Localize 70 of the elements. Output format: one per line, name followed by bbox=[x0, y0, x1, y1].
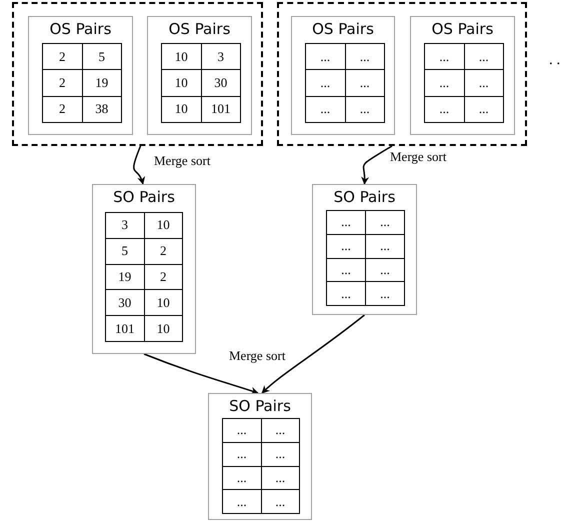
table-heading: OS Pairs bbox=[311, 20, 375, 38]
table-cell: 101 bbox=[202, 96, 241, 123]
table-cell: 3 bbox=[202, 44, 241, 70]
table-cell: 2 bbox=[43, 44, 82, 70]
table-heading: OS Pairs bbox=[48, 20, 112, 38]
table-cell: 19 bbox=[82, 70, 122, 97]
table-cell: 5 bbox=[106, 238, 144, 265]
table-card bbox=[208, 393, 312, 520]
table-cell: ... bbox=[464, 96, 504, 123]
table-cell: ... bbox=[327, 234, 366, 258]
table-cell: 101 bbox=[106, 316, 144, 342]
table-cell: 10 bbox=[162, 70, 202, 97]
table-cell: 2 bbox=[144, 238, 183, 265]
table-cell: ... bbox=[366, 234, 405, 258]
table-card bbox=[92, 184, 196, 354]
table-cell: ... bbox=[366, 282, 405, 306]
table-cell: ... bbox=[262, 490, 300, 514]
table-cell: ... bbox=[346, 96, 385, 123]
table-cell: ... bbox=[327, 282, 366, 306]
table-card bbox=[291, 16, 395, 135]
table-heading: OS Pairs bbox=[168, 20, 232, 38]
table-cell: ... bbox=[464, 44, 504, 70]
table-cell: ... bbox=[223, 419, 262, 443]
table-cell: 30 bbox=[106, 290, 144, 316]
table-cell: ... bbox=[306, 44, 346, 70]
table-cell: ... bbox=[262, 419, 300, 443]
table-cell: 10 bbox=[144, 316, 183, 342]
table-cell: 5 bbox=[82, 44, 122, 70]
table-cell: 2 bbox=[144, 264, 183, 290]
table-cell: ... bbox=[327, 258, 366, 282]
table-heading: SO Pairs bbox=[228, 397, 292, 415]
table-cell: ... bbox=[262, 442, 300, 466]
table-cell: ... bbox=[306, 96, 346, 123]
table-cell: ... bbox=[425, 44, 464, 70]
table-card bbox=[410, 16, 515, 135]
table-cell: ... bbox=[223, 442, 262, 466]
table-cell: ... bbox=[366, 211, 405, 235]
table-cell: 30 bbox=[202, 70, 241, 97]
table-cell: 10 bbox=[144, 213, 183, 239]
table-cell: 2 bbox=[43, 96, 82, 123]
table-heading: SO Pairs bbox=[332, 188, 396, 206]
table-cell: ... bbox=[327, 211, 366, 235]
table-cell: 2 bbox=[43, 70, 82, 97]
table-card bbox=[312, 184, 417, 315]
table-cell: 10 bbox=[144, 290, 183, 316]
curved-arrow bbox=[262, 314, 365, 394]
table-cell: ... bbox=[366, 258, 405, 282]
curved-arrow bbox=[360, 145, 392, 185]
curved-arrow bbox=[144, 353, 259, 395]
curved-arrow bbox=[133, 146, 145, 185]
dashed-group-frame bbox=[12, 2, 263, 146]
table-cell: 3 bbox=[106, 213, 144, 239]
table-cell: ... bbox=[223, 466, 262, 490]
table-cell: 38 bbox=[82, 96, 122, 123]
table-cell: ... bbox=[306, 70, 346, 97]
table-cell: ... bbox=[346, 70, 385, 97]
table-cell: ... bbox=[346, 44, 385, 70]
dashed-group-frame bbox=[277, 2, 527, 146]
table-cell: 19 bbox=[106, 264, 144, 290]
table-card bbox=[28, 16, 133, 135]
table-cell: ... bbox=[223, 490, 262, 514]
table-cell: ... bbox=[425, 70, 464, 97]
table-cell: 10 bbox=[162, 44, 202, 70]
table-heading: OS Pairs bbox=[430, 20, 494, 38]
table-cell: ... bbox=[425, 96, 464, 123]
table-card bbox=[147, 16, 252, 135]
table-cell: ... bbox=[262, 466, 300, 490]
table-cell: ... bbox=[464, 70, 504, 97]
table-heading: SO Pairs bbox=[112, 188, 176, 206]
table-cell: 10 bbox=[162, 96, 202, 123]
